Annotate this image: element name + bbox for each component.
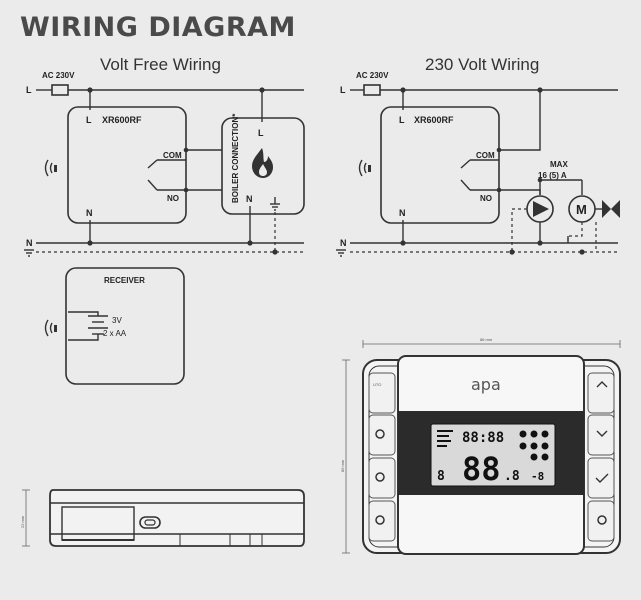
motor-icon: M bbox=[568, 195, 596, 223]
lcd-status-icons bbox=[437, 430, 549, 461]
v230-earth-junction-2 bbox=[579, 249, 585, 255]
v230-diagram: 230 Volt Wiring AC 230V L N XR600RF L N bbox=[336, 55, 620, 257]
left-button-2-icon bbox=[375, 429, 385, 439]
v230-com-wire bbox=[499, 90, 541, 151]
page-title: WIRING DIAGRAM bbox=[20, 12, 296, 43]
volt-free-boiler-n-label: N bbox=[246, 194, 253, 204]
valve-icon bbox=[602, 200, 620, 218]
volt-free-boiler-box bbox=[221, 117, 305, 215]
v230-pump-earth-wire bbox=[511, 208, 527, 252]
v230-neutral-label: N bbox=[340, 238, 347, 248]
right-buttons bbox=[587, 372, 615, 542]
v230-no-label: NO bbox=[480, 194, 492, 203]
lcd-main-temp: 88 bbox=[462, 450, 501, 488]
volt-free-earth-junction bbox=[272, 249, 278, 255]
volt-free-heading: Volt Free Wiring bbox=[100, 55, 221, 74]
left-button-4-icon bbox=[375, 515, 385, 525]
v230-heading: 230 Volt Wiring bbox=[425, 55, 539, 74]
chevron-up-icon bbox=[596, 381, 608, 388]
volt-free-xr600rf-box bbox=[67, 106, 187, 224]
volt-free-boiler-earth-icon bbox=[270, 197, 280, 211]
v230-fuse bbox=[363, 84, 381, 96]
motor-label: M bbox=[576, 202, 587, 217]
volt-free-wireless-icon bbox=[44, 159, 57, 177]
battery-icon bbox=[68, 311, 108, 341]
volt-free-diagram: Volt Free Wiring AC 230V L N XR600RF L N bbox=[24, 55, 305, 257]
v230-xr600rf-box bbox=[380, 106, 500, 224]
flame-icon bbox=[252, 148, 273, 178]
v230-rating-label: 16 (5) A bbox=[538, 171, 567, 180]
v230-earth-symbol bbox=[336, 249, 346, 257]
volt-free-relay-contact bbox=[147, 159, 186, 191]
volt-free-line-label: L bbox=[26, 85, 32, 95]
receiver-title: RECEIVER bbox=[104, 276, 145, 285]
volt-free-fuse bbox=[51, 84, 69, 96]
receiver-batteries: 2 x AA bbox=[103, 329, 127, 338]
v230-max-label: MAX bbox=[550, 160, 568, 169]
lcd-decimal: .8 bbox=[504, 469, 520, 484]
checkmark-icon bbox=[595, 473, 609, 483]
volt-free-neutral-label: N bbox=[26, 238, 33, 248]
volt-free-boiler-l-label: L bbox=[258, 128, 264, 138]
volt-free-no-label: NO bbox=[167, 194, 179, 203]
left-button-1-label: UTO bbox=[373, 382, 381, 387]
pump-icon bbox=[526, 195, 554, 223]
apa-logo: apa bbox=[471, 375, 501, 394]
left-button-3-icon bbox=[375, 472, 385, 482]
v230-no-wire bbox=[499, 189, 541, 195]
v230-load-junction bbox=[537, 177, 543, 183]
volt-free-supply-label: AC 230V bbox=[42, 71, 75, 80]
volt-free-device-label: XR600RF bbox=[102, 115, 142, 125]
left-button-icons: UTO bbox=[373, 382, 385, 525]
lcd-time: 88:88 bbox=[462, 430, 504, 446]
lcd-screen bbox=[430, 423, 556, 487]
v230-device-label: XR600RF bbox=[414, 115, 454, 125]
v230-com-label: COM bbox=[476, 151, 495, 160]
v230-device-l-label: L bbox=[399, 115, 405, 125]
receiver-wireless-icon bbox=[44, 319, 57, 337]
front-width-dimension: 86 mm bbox=[480, 337, 493, 342]
v230-wireless-icon bbox=[358, 159, 371, 177]
v230-supply-label: AC 230V bbox=[356, 71, 389, 80]
volt-free-device-n-label: N bbox=[86, 208, 93, 218]
chevron-down-icon bbox=[596, 430, 608, 437]
v230-relay-contact bbox=[460, 159, 499, 191]
receiver-diagram: RECEIVER 3V 2 x AA bbox=[44, 267, 185, 385]
volt-free-boiler-connection-label: BOILER CONNECTION* bbox=[231, 113, 240, 203]
lcd-right-digit: -8 bbox=[531, 470, 544, 483]
side-depth-dimension: 22 mm bbox=[20, 515, 25, 528]
thermostat-side-view: 22 mm bbox=[20, 489, 305, 547]
volt-free-device-l-label: L bbox=[86, 115, 92, 125]
thermostat-front-view: 86 mm 86 mm apa UTO bbox=[340, 337, 621, 555]
volt-free-earth-symbol bbox=[24, 249, 34, 257]
front-height-dimension: 86 mm bbox=[340, 459, 345, 472]
v230-device-n-label: N bbox=[399, 208, 406, 218]
receiver-voltage: 3V bbox=[112, 316, 122, 325]
left-buttons bbox=[368, 372, 396, 542]
volt-free-com-label: COM bbox=[163, 151, 182, 160]
receiver-box bbox=[65, 267, 185, 385]
right-button-4-icon bbox=[597, 515, 607, 525]
v230-motor-n-wire bbox=[567, 222, 583, 243]
v230-line-label: L bbox=[340, 85, 346, 95]
v230-earth-junction-1 bbox=[509, 249, 515, 255]
lcd-left-digit: 8 bbox=[437, 469, 445, 484]
